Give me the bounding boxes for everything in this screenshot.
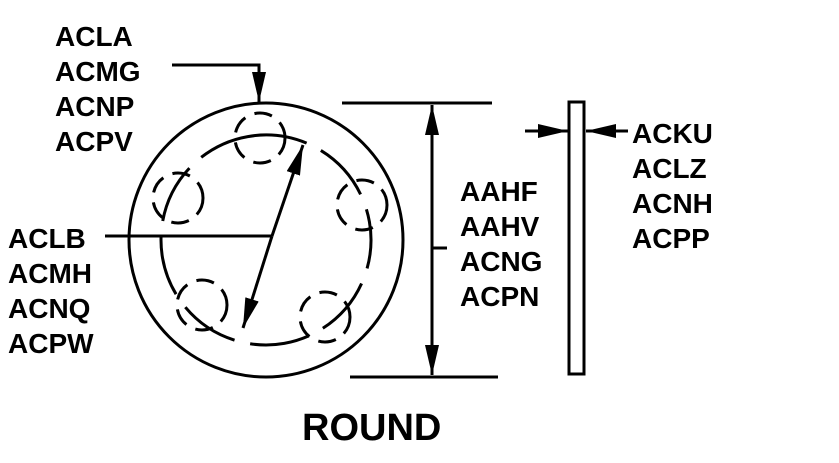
bolt-hole [175,278,229,332]
bolt-hole [151,171,205,225]
leader-arrow-top [172,63,266,102]
bolt-hole [298,290,352,344]
label: AAHF [460,176,538,207]
labels-center: AAHF AAHV ACNG ACPN [460,176,542,312]
label: ACLA [55,21,133,52]
label: ACMG [55,56,141,87]
label: ACKU [632,118,713,149]
plate-edge [567,100,586,376]
label: ACPV [55,126,133,157]
outer-circle [127,101,405,379]
label: ACMH [8,258,92,289]
bolt-hole [335,178,389,232]
label: ACNG [460,246,542,277]
label: ACNP [55,91,134,122]
label: AAHV [460,211,540,242]
bolt-holes [151,111,389,344]
diameter-arrow [270,144,305,237]
bolt-circle [159,133,373,347]
labels-mid-left: ACLB ACMH ACNQ ACPW [8,223,94,359]
label: ACPW [8,328,94,359]
label: ACNQ [8,293,90,324]
label: ACPP [632,223,710,254]
diameter-arrow [241,235,274,329]
bolt-hole [233,111,287,165]
label: ACPN [460,281,539,312]
label: ACLZ [632,153,707,184]
label: ACNH [632,188,713,219]
label: ACLB [8,223,86,254]
labels-top-left: ACLA ACMG ACNP ACPV [55,21,141,157]
diagram-title: ROUND [302,407,441,449]
labels-right: ACKU ACLZ ACNH ACPP [632,118,713,254]
